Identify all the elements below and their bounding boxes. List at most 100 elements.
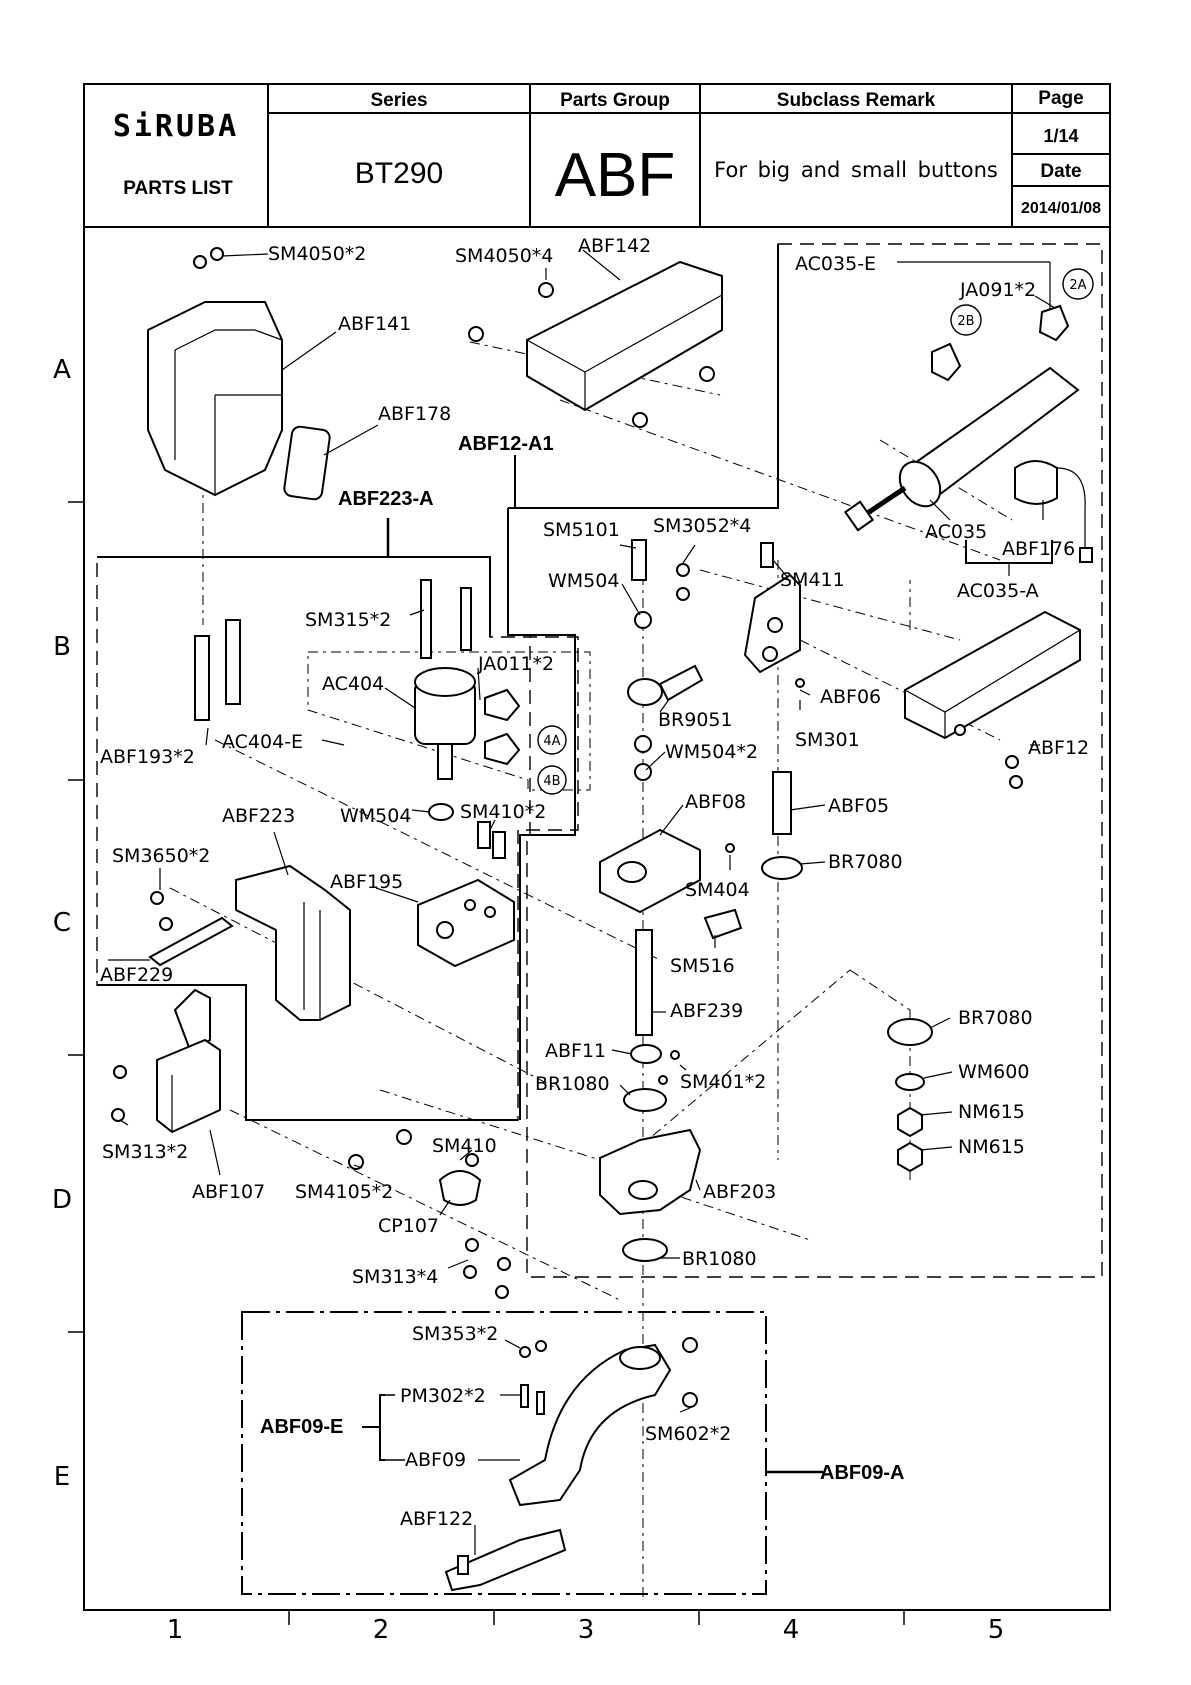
part-abf122-plate [444,1528,567,1592]
part-abf178-pad [283,425,331,501]
callout-sm301: SM301 [795,729,860,751]
callout-wm504-2: WM504*2 [665,741,758,763]
brand-logo: SiRUBA [113,109,239,144]
callout-abf11: ABF11 [545,1040,606,1062]
callout-sm602: SM602*2 [645,1423,731,1445]
callout-abf09: ABF09 [405,1449,466,1471]
callout-sm3052: SM3052*4 [653,515,751,537]
screw-sm313-d [463,1265,477,1279]
screw-sm313-f [495,1285,509,1299]
bearing-br1080-upper [623,1088,667,1112]
part-abf12-rail [904,610,1081,740]
callout-ja091: JA091*2 [959,279,1036,301]
col-label-5: 5 [988,1615,1005,1645]
screw-sm353-a [519,1346,531,1358]
callout-abf239: ABF239 [670,1000,743,1022]
callout-abf12: ABF12 [1028,737,1089,759]
group-boundary-ac404-e [307,651,591,791]
callout-abf107: ABF107 [192,1181,265,1203]
pin-pm302-a [520,1384,529,1408]
pin-pm302-b [536,1391,545,1415]
screw-sm602-b [682,1392,698,1408]
part-abf107-slide [156,988,221,1134]
washer-wm504-b [634,763,652,781]
callout-labels: SM4050*2 SM4050*4 ABF142 AC035-E JA091*2… [100,235,1089,1530]
screw-sm4050-d [468,326,484,342]
callout-abf142: ABF142 [578,235,651,257]
callout-ja011: JA011*2 [477,653,554,675]
bubble-4b [537,765,567,795]
part-ac404-cylinder [414,667,476,780]
bearing-br7080-upper [761,856,803,880]
part-br9051-rod-end [627,664,704,706]
callout-ac404-e: AC404-E [222,731,303,753]
callout-leaders [108,249,1056,1555]
callout-sm4050-2: SM4050*2 [268,243,366,265]
screw-sm315-a [420,579,432,659]
page-label: Page [1038,88,1083,109]
row-label-b: B [53,632,71,662]
part-abf05-pin [772,771,792,835]
callout-br7080-upper: BR7080 [828,851,903,873]
reference-bubbles: 2A 2B 4A 4B [537,268,1094,795]
callout-wm504-top: WM504 [548,570,619,592]
fitting-ja091-b [931,342,962,382]
callout-sm410: SM410 [432,1135,497,1157]
page-value: 1/14 [1043,126,1078,146]
callout-abf176: ABF176 [1002,538,1075,560]
series-label: Series [370,90,427,111]
screw-sm313-e [497,1257,511,1271]
bubble-2b [950,304,982,336]
screw-sm3052-a [676,563,690,577]
screw-sm4050-b [210,247,224,261]
callout-abf223: ABF223 [222,805,295,827]
svg-text:4A: 4A [543,734,560,749]
title-block: SiRUBA PARTS LIST Series BT290 Parts Gro… [113,84,1110,227]
callout-sm4050-4: SM4050*4 [455,245,553,267]
washer-wm504-mid [428,803,454,821]
callout-sm410-2: SM410*2 [460,801,546,823]
screw-sm4050-f [632,412,648,428]
bubble-4a [537,725,567,755]
row-label-c: C [53,908,71,938]
col-label-2: 2 [373,1615,390,1645]
callout-br1080-lower: BR1080 [682,1248,757,1270]
screw-sm353-b [535,1340,547,1352]
screw-sm602-a [682,1337,698,1353]
callout-br9051: BR9051 [658,709,733,731]
screw-sm3052-b [676,587,690,601]
group-label-abf09-e: ABF09-E [260,1416,343,1438]
screw-sm4105-b [348,1154,364,1170]
nut-nm615-b [897,1141,923,1173]
part-ac035-cylinder [843,366,1080,532]
callout-abf122: ABF122 [400,1508,473,1530]
callout-abf229: ABF229 [100,964,173,986]
screw-sm3650-a [150,891,164,905]
washer-wm504-a [634,735,652,753]
callout-ac035: AC035 [925,521,987,543]
screw-sm401-a [670,1050,680,1060]
nut-nm615-a [897,1106,923,1138]
washer-wm504-top [634,611,652,629]
grid-row-labels: A B C D E [52,355,84,1492]
callout-abf05: ABF05 [828,795,889,817]
callout-ac404: AC404 [322,673,384,695]
callout-abf203: ABF203 [703,1181,776,1203]
callout-sm404: SM404 [685,879,750,901]
part-abf142-channel [526,260,723,412]
screw-sm404 [725,843,735,853]
group-label-abf12-a1: ABF12-A1 [458,433,554,455]
part-abf141-cover [147,301,283,497]
screw-sm313-b [111,1108,125,1122]
callout-sm313-4: SM313*4 [352,1266,438,1288]
part-abf06-bracket [743,573,801,674]
part-abf203-arm [599,1128,702,1216]
callout-br1080-upper: BR1080 [535,1073,610,1095]
washer-wm600 [895,1073,925,1091]
svg-text:2A: 2A [1069,278,1086,293]
callout-sm4105: SM4105*2 [295,1181,393,1203]
screw-abf122 [457,1555,469,1575]
callout-sm516: SM516 [670,955,735,977]
parts-group-value: ABF [555,141,676,210]
